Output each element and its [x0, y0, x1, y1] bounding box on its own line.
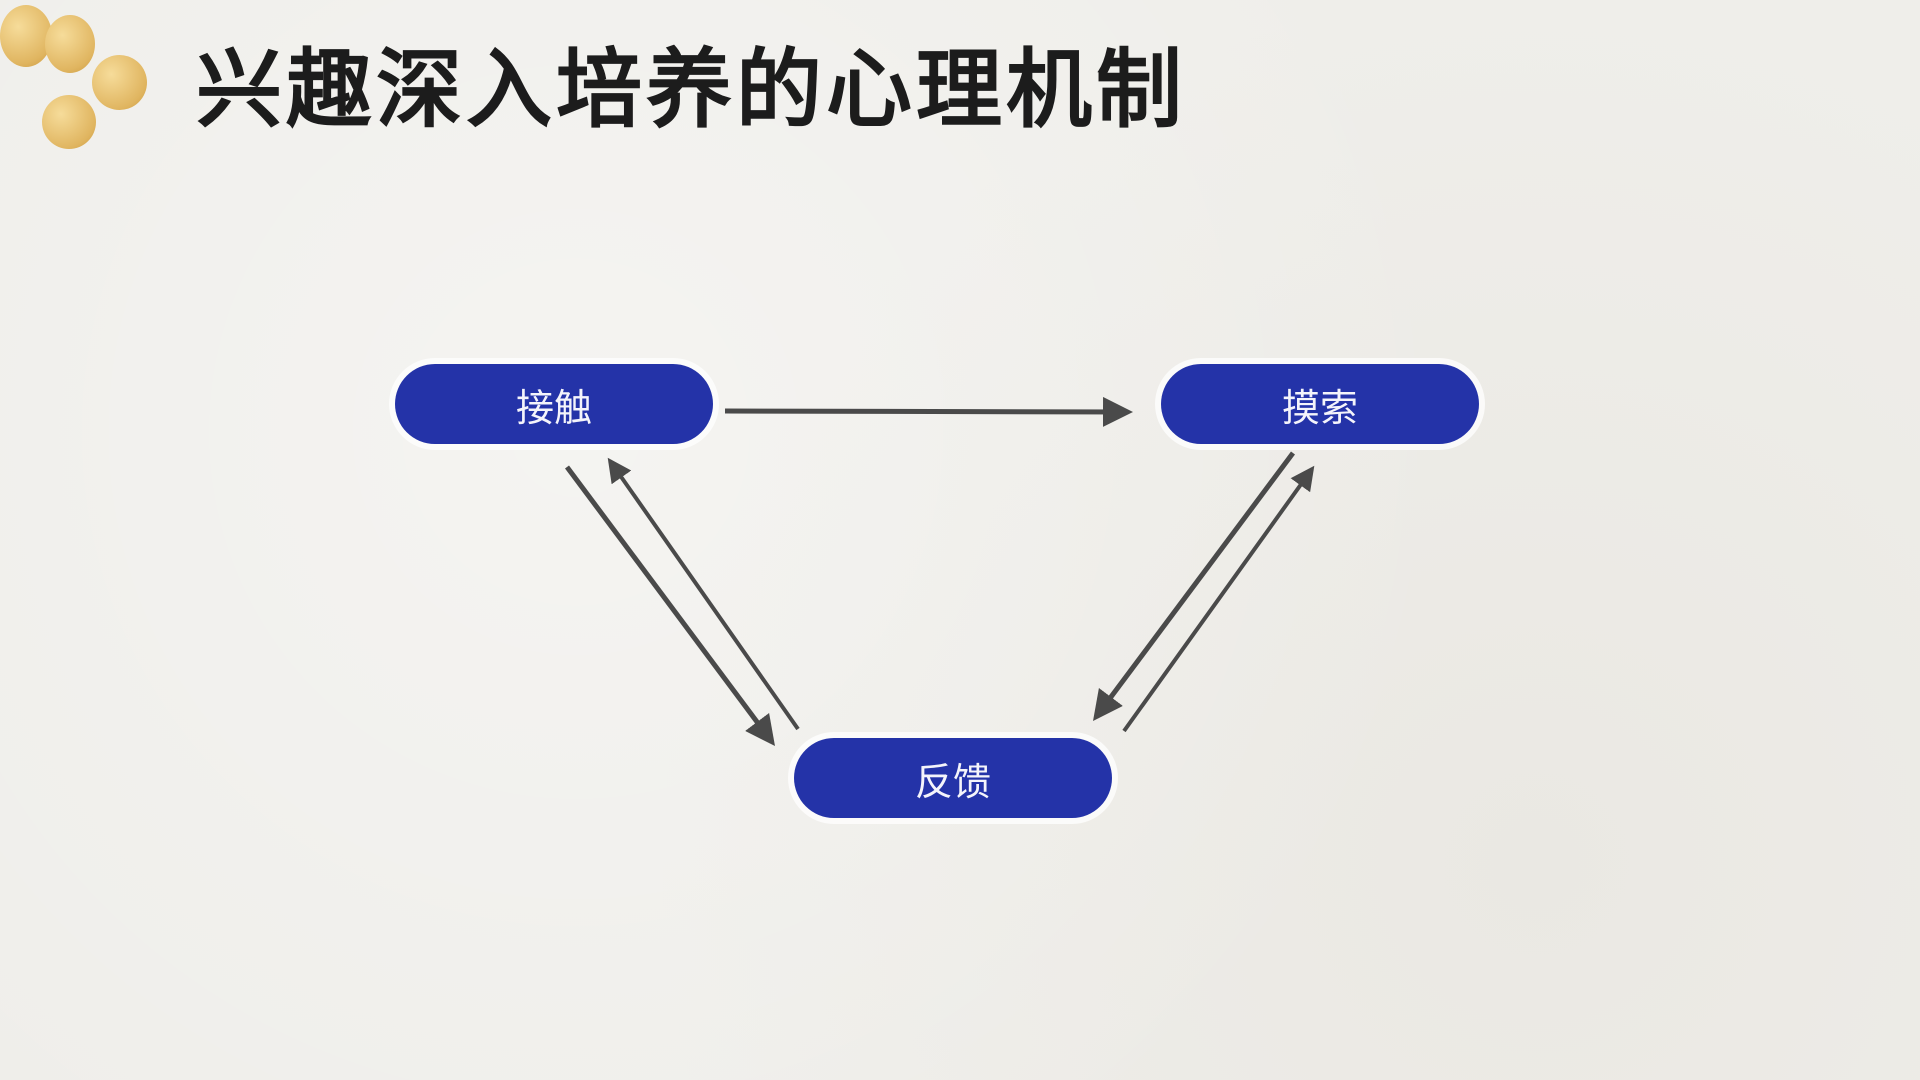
page-title: 兴趣深入培养的心理机制 — [196, 39, 1186, 140]
arrow-contact-to-explore — [724, 396, 1133, 427]
arrow-explore-to-feedback — [1093, 451, 1296, 722]
arrow-feedback-to-explore — [1122, 465, 1315, 733]
node-contact: 接触 — [395, 364, 713, 444]
node-feedback: 反馈 — [794, 738, 1112, 818]
node-explore: 摸索 — [1161, 364, 1479, 444]
arrow-contact-to-feedback — [564, 465, 775, 747]
arrow-feedback-to-contact — [607, 457, 800, 731]
